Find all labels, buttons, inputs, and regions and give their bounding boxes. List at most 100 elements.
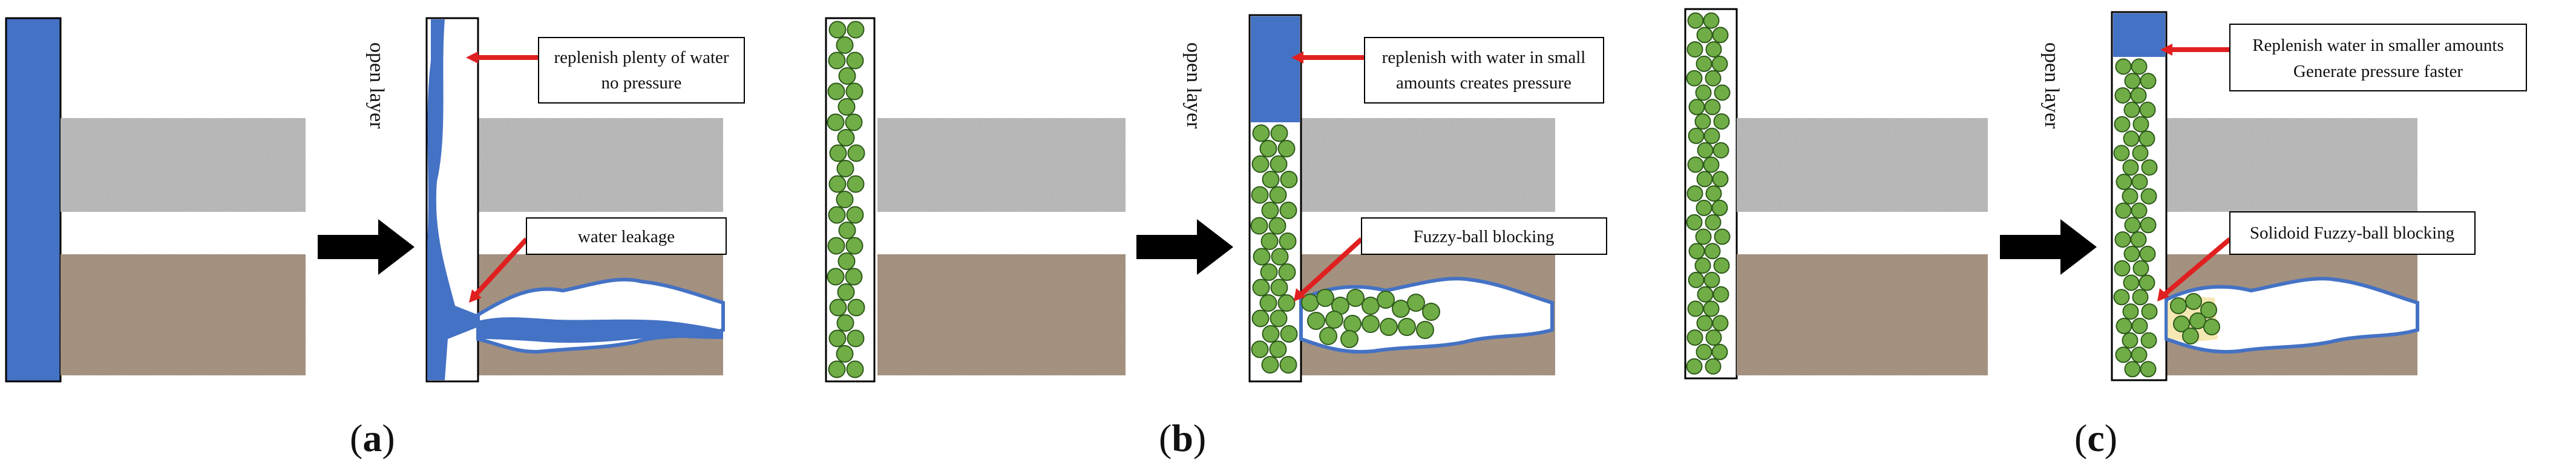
fuzzy-ball <box>1362 315 1380 333</box>
fuzzy-ball <box>1711 343 1728 360</box>
fuzzy-ball <box>1687 12 1704 29</box>
fuzzy-ball <box>837 98 856 116</box>
fuzzy-ball <box>845 82 864 100</box>
fuzzy-ball <box>838 222 856 239</box>
fuzzy-ball <box>1343 315 1362 333</box>
fuzzy-ball <box>2138 130 2155 147</box>
fuzzy-ball <box>1705 41 1722 58</box>
fuzzy-ball <box>1279 202 1297 219</box>
fuzzy-ball <box>2123 130 2140 147</box>
fuzzy-ball <box>1279 232 1297 250</box>
fuzzy-ball <box>1277 294 1296 312</box>
fuzzy-ball <box>846 360 864 378</box>
fuzzy-ball <box>1695 228 1712 245</box>
fuzzy-ball <box>1398 318 1416 336</box>
fuzzy-ball <box>1686 41 1703 58</box>
fuzzy-ball <box>1346 289 1365 307</box>
fuzzy-ball <box>2113 145 2130 162</box>
fuzzy-ball <box>1260 263 1278 281</box>
callout-box-replenish <box>1364 37 1604 104</box>
fuzzy-ball <box>2170 297 2187 314</box>
fuzzy-ball <box>1340 330 1358 348</box>
fuzzy-ball <box>1696 343 1712 360</box>
fuzzy-ball <box>1270 278 1288 297</box>
fuzzy-ball <box>836 314 854 332</box>
fuzzy-ball <box>837 252 856 270</box>
fuzzy-ball <box>836 160 854 177</box>
fuzzy-ball <box>1696 27 1713 44</box>
fuzzy-ball <box>1712 142 1729 159</box>
fuzzy-ball <box>847 21 865 39</box>
fuzzy-ball <box>1711 199 1728 216</box>
fuzzy-ball <box>1251 309 1270 328</box>
fuzzy-ball <box>1270 309 1288 328</box>
callout-text-blocking: Solidoid Fuzzy-ball blocking <box>2250 223 2454 243</box>
fuzzy-ball <box>836 36 854 54</box>
callout-arrowhead-blocking <box>2157 288 2169 301</box>
fuzzy-ball <box>2114 116 2131 133</box>
fuzzy-ball <box>1703 156 1720 173</box>
fuzzy-ball <box>1259 140 1277 157</box>
water-slug <box>1251 16 1300 122</box>
callout-box-replenish <box>538 37 745 104</box>
callout-arrow-blocking <box>2161 237 2232 298</box>
water-slug <box>2113 13 2165 57</box>
fuzzy-ball <box>1705 358 1722 375</box>
fuzzy-ball <box>828 206 846 224</box>
fuzzy-ball <box>829 298 847 317</box>
fuzzy-ball <box>2115 346 2132 363</box>
fuzzy-ball <box>2132 289 2149 306</box>
fuzzy-ball <box>2132 116 2149 133</box>
fuzzy-ball <box>845 113 863 131</box>
fuzzy-ball <box>2116 317 2132 334</box>
fuzzy-ball <box>1271 248 1289 266</box>
fuzzy-ball <box>2189 312 2206 329</box>
sandstone-layer <box>877 254 1126 375</box>
fuzzy-ball <box>2114 260 2131 277</box>
fuzzy-ball <box>1259 294 1277 312</box>
fuzzy-ball <box>1251 186 1269 204</box>
fuzzy-ball <box>2124 361 2141 378</box>
fuzzy-ball <box>1377 291 1395 309</box>
callout-text-replenish-2: no pressure <box>601 73 682 93</box>
fuzzy-ball <box>2131 317 2148 334</box>
fuzzy-ball <box>1694 257 1711 274</box>
fuzzy-ball <box>1705 70 1722 87</box>
granite-layer-after <box>1301 118 1555 212</box>
callout-text-replenish-1: Replenish water in smaller amounts <box>2252 36 2504 55</box>
fuzzy-ball <box>1686 185 1703 202</box>
fuzzy-ball <box>2124 217 2141 234</box>
callout-text-replenish-2: Generate pressure faster <box>2293 62 2463 81</box>
open-layer-label: open layer <box>1182 42 1205 129</box>
fuzzy-ball <box>1697 142 1714 159</box>
fuzzy-ball <box>2173 315 2190 332</box>
fuzzy-ball <box>2132 260 2149 277</box>
fuzzy-ball <box>2131 346 2148 363</box>
fuzzy-ball <box>1280 325 1298 343</box>
fuzzy-ball <box>1687 156 1704 173</box>
fuzzy-ball <box>2114 231 2131 248</box>
fuzzy-ball <box>827 268 845 286</box>
open-layer-label: open layer <box>365 42 388 129</box>
fuzzy-ball <box>2114 87 2131 104</box>
fuzzy-ball <box>2115 58 2132 75</box>
fuzzy-ball <box>1713 113 1730 130</box>
callout-arrowhead-replenish <box>2160 44 2172 56</box>
fuzzy-balls-column-c-before <box>1686 12 1731 375</box>
fuzzy-ball <box>1277 140 1296 157</box>
fuzzy-ball <box>1307 312 1325 330</box>
fuzzy-ball <box>1705 214 1722 231</box>
fuzzy-ball <box>827 237 845 255</box>
fuzzy-ball <box>2200 301 2217 318</box>
callout-arrow-leakage <box>473 237 528 297</box>
fuzzy-ball <box>1711 55 1728 72</box>
fuzzy-ball <box>1703 271 1720 288</box>
fuzzy-ball <box>2140 332 2157 349</box>
fuzzy-balls-in-fracture-b <box>1301 289 1440 348</box>
callout-arrowhead-replenish <box>466 51 478 64</box>
fuzzy-ball <box>836 191 854 208</box>
sandstone-layer <box>1737 254 1988 375</box>
fuzzy-balls-wellbore-c <box>2113 58 2158 378</box>
fuzzy-ball <box>1252 124 1270 142</box>
